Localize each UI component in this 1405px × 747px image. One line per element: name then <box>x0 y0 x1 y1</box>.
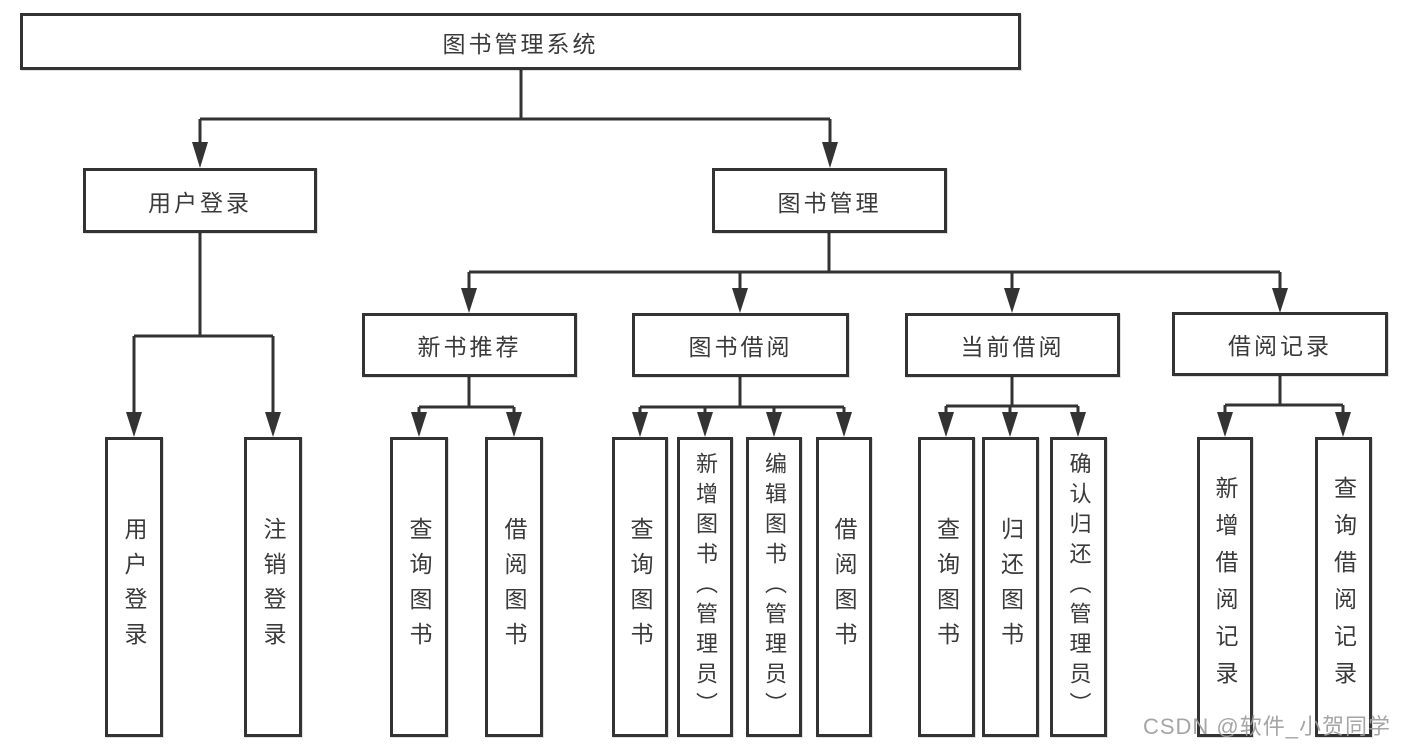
arrowhead <box>1004 288 1020 313</box>
leaf-logout: 注销登录 <box>244 437 302 737</box>
leaf-label: 确认归还（管理员） <box>1066 452 1092 722</box>
leaf-label: 编辑图书（管理员） <box>762 452 787 722</box>
node-book-management: 图书管理 <box>712 168 947 233</box>
node-book-borrow-label: 图书借阅 <box>688 334 793 360</box>
leaf-label: 新增图书（管理员） <box>693 452 718 722</box>
node-root-label: 图书管理系统 <box>442 30 599 57</box>
arrowhead <box>265 412 281 437</box>
node-new-book-recommend-label: 新书推荐 <box>417 334 522 360</box>
connector-bookborrow-to-leaves <box>632 377 852 437</box>
connector-newbook-to-leaves <box>411 377 522 437</box>
connector-bookmgmt-to-level3 <box>461 233 1288 313</box>
leaf-query-borrow-record: 查询借阅记录 <box>1315 437 1372 737</box>
arrowhead <box>836 412 852 437</box>
arrowhead <box>732 288 748 313</box>
arrowhead <box>411 412 427 437</box>
node-borrow-records-label: 借阅记录 <box>1228 333 1332 359</box>
node-book-borrow: 图书借阅 <box>632 313 849 377</box>
arrowhead <box>822 142 838 168</box>
node-current-borrow: 当前借阅 <box>905 313 1120 377</box>
arrowhead <box>506 412 522 437</box>
arrowhead <box>126 412 142 437</box>
leaf-label: 查询图书 <box>627 517 653 657</box>
node-current-borrow-label: 当前借阅 <box>960 334 1065 360</box>
arrowhead <box>1335 412 1351 437</box>
arrowhead <box>766 412 782 437</box>
watermark: CSDN @软件_小贺同学 <box>1142 714 1391 739</box>
leaf-label: 查询借阅记录 <box>1330 476 1357 698</box>
leaf-confirm-return-admin: 确认归还（管理员） <box>1050 437 1107 737</box>
leaf-label: 注销登录 <box>260 517 286 657</box>
connector-currentborrow-to-leaves <box>938 377 1086 437</box>
arrowhead <box>1217 412 1233 437</box>
arrowhead <box>461 288 477 313</box>
node-user-login-label: 用户登录 <box>148 189 252 216</box>
connector-userlogin-to-leaves <box>126 233 281 437</box>
leaf-label: 查询图书 <box>933 517 960 657</box>
leaf-add-borrow-record: 新增借阅记录 <box>1197 437 1253 737</box>
leaf-add-book-admin: 新增图书（管理员） <box>677 437 733 737</box>
leaf-query-books-current: 查询图书 <box>918 437 975 737</box>
leaf-borrow-books-borrow: 借阅图书 <box>816 437 872 737</box>
node-borrow-records: 借阅记录 <box>1172 312 1388 376</box>
node-user-login: 用户登录 <box>83 168 317 233</box>
leaf-label: 新增借阅记录 <box>1212 476 1238 698</box>
arrowhead <box>632 412 648 437</box>
leaf-edit-book-admin: 编辑图书（管理员） <box>746 437 802 737</box>
arrowhead <box>1002 412 1018 437</box>
leaf-query-books-recommend: 查询图书 <box>390 437 448 737</box>
leaf-label: 借阅图书 <box>831 517 857 657</box>
leaf-user-login: 用户登录 <box>105 437 163 737</box>
connector-borrowrecords-to-leaves <box>1217 376 1351 437</box>
leaf-return-book: 归还图书 <box>982 437 1039 737</box>
arrowhead <box>192 142 208 168</box>
leaf-label: 用户登录 <box>121 517 147 657</box>
leaf-label: 归还图书 <box>997 517 1024 657</box>
node-root: 图书管理系统 <box>20 13 1021 70</box>
connector-root-to-level2 <box>192 69 838 168</box>
arrowhead <box>697 412 713 437</box>
leaf-query-books-borrow: 查询图书 <box>612 437 668 737</box>
arrowhead <box>1070 412 1086 437</box>
arrowhead <box>1272 288 1288 313</box>
arrowhead <box>938 412 954 437</box>
leaf-label: 借阅图书 <box>501 517 527 657</box>
node-book-management-label: 图书管理 <box>777 189 882 216</box>
leaf-borrow-books-recommend: 借阅图书 <box>485 437 543 737</box>
node-new-book-recommend: 新书推荐 <box>362 313 577 377</box>
leaf-label: 查询图书 <box>406 517 432 657</box>
